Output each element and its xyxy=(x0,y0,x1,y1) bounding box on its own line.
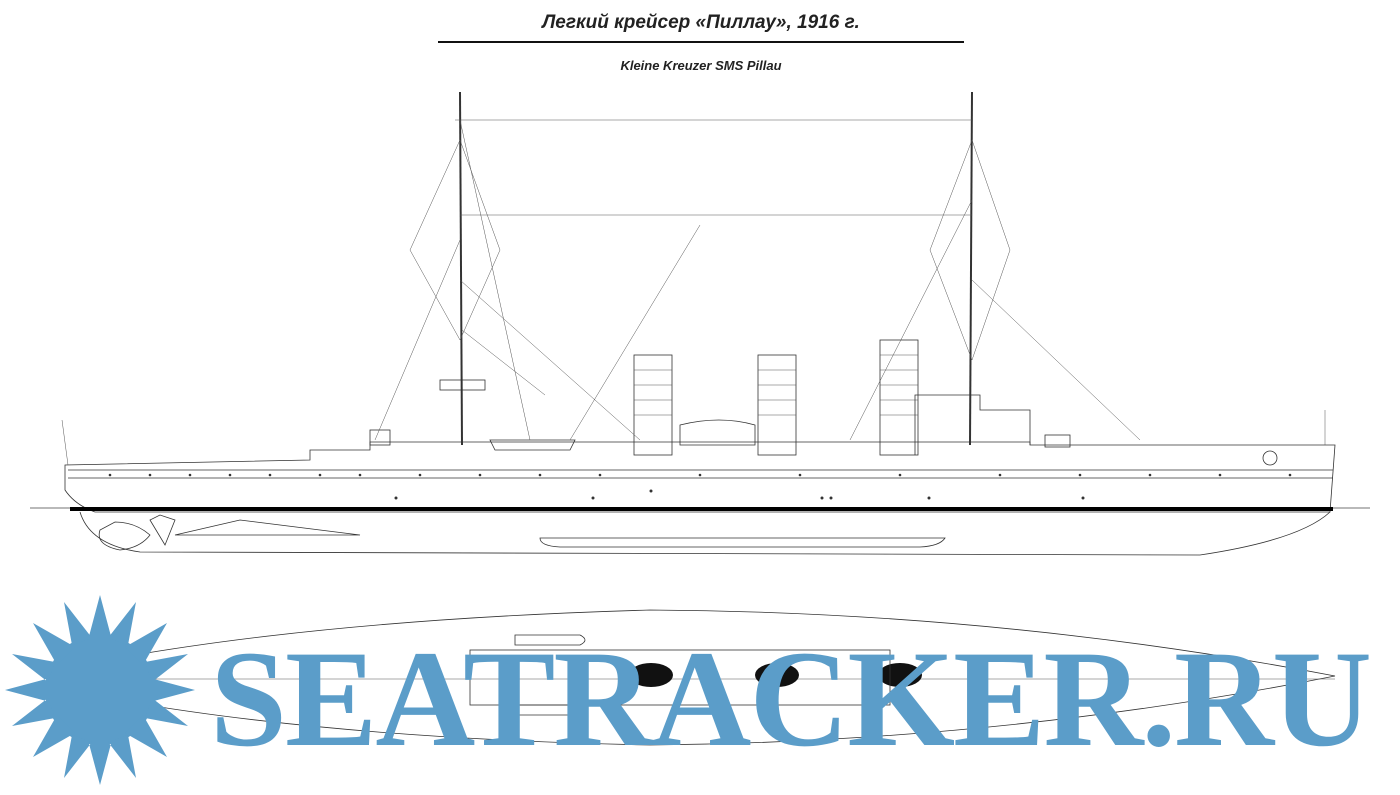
watermark-text: SEATRACKER.RU xyxy=(210,622,1370,775)
boat-deck xyxy=(679,419,756,446)
watermark-sunburst xyxy=(5,595,195,785)
funnel-3 xyxy=(879,339,919,456)
fore-mast xyxy=(969,91,973,446)
title-divider xyxy=(438,41,964,43)
rudder xyxy=(98,521,151,551)
ship-boat xyxy=(489,439,576,451)
hull xyxy=(64,441,1336,513)
deck-plan xyxy=(64,609,1336,746)
funnel-top-2 xyxy=(755,663,799,687)
superstructure-plan xyxy=(469,649,891,706)
rigging xyxy=(61,119,1326,466)
watermark: SEATRACKER.RU xyxy=(5,595,1372,785)
gun-mount-aft xyxy=(369,429,391,446)
funnel-top-3 xyxy=(878,663,922,687)
anchor-hawse xyxy=(1262,450,1278,466)
side-profile xyxy=(30,91,1370,556)
gun-mount-fore xyxy=(1044,434,1071,448)
funnel-2 xyxy=(757,354,797,456)
deck-outline xyxy=(64,609,1336,746)
main-mast xyxy=(459,91,463,446)
underwater-hull xyxy=(79,511,1331,556)
propeller-shaft xyxy=(174,519,361,536)
drawing-title: Легкий крейсер «Пиллау», 1916 г. xyxy=(542,12,860,33)
funnels xyxy=(633,339,919,456)
portholes xyxy=(108,473,1292,500)
bridge xyxy=(914,394,1031,455)
drawing-subtitle: Kleine Kreuzer SMS Pillau xyxy=(620,58,782,73)
propeller xyxy=(149,514,176,546)
funnel-1 xyxy=(633,354,673,456)
funnel-top-1 xyxy=(629,663,673,687)
bilge-keel xyxy=(539,537,946,548)
